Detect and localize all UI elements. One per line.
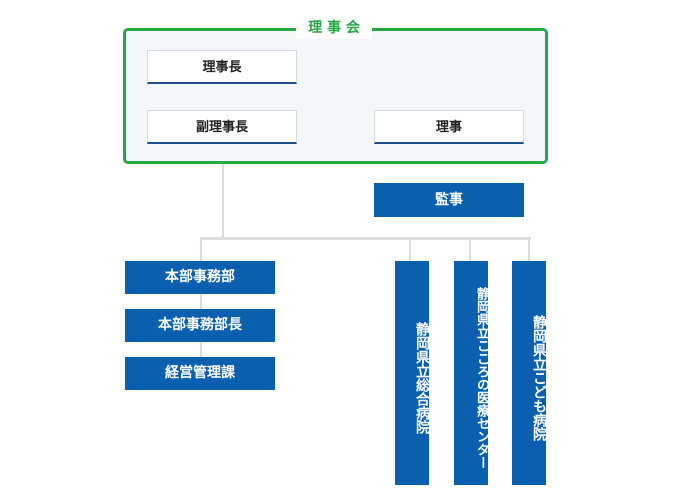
headquarters-office-manager-box: 本部事務部長 [125,309,275,342]
general-hospital-box: 静岡県立総合病院 [395,261,430,485]
mental-health-center-box: 静岡県立こころの医療センター [454,261,489,485]
connector-trunk [222,142,224,240]
connector-horizontal-bus [200,237,531,240]
connector-to-childrens-hospital [528,237,530,261]
headquarters-office-box: 本部事務部 [125,261,275,294]
connector-to-headquarters [200,237,202,361]
connector-to-mental-center [469,237,471,261]
auditor-box: 監事 [374,183,524,217]
board-title: 理 事 会 [296,17,372,39]
connector-to-general-hospital [409,237,411,261]
management-section-box: 経営管理課 [125,357,275,390]
chairman-box: 理事長 [147,50,297,84]
childrens-hospital-box: 静岡県立こども病院 [512,261,547,485]
vice-chairman-box: 副理事長 [147,110,297,144]
director-box: 理事 [374,110,524,144]
